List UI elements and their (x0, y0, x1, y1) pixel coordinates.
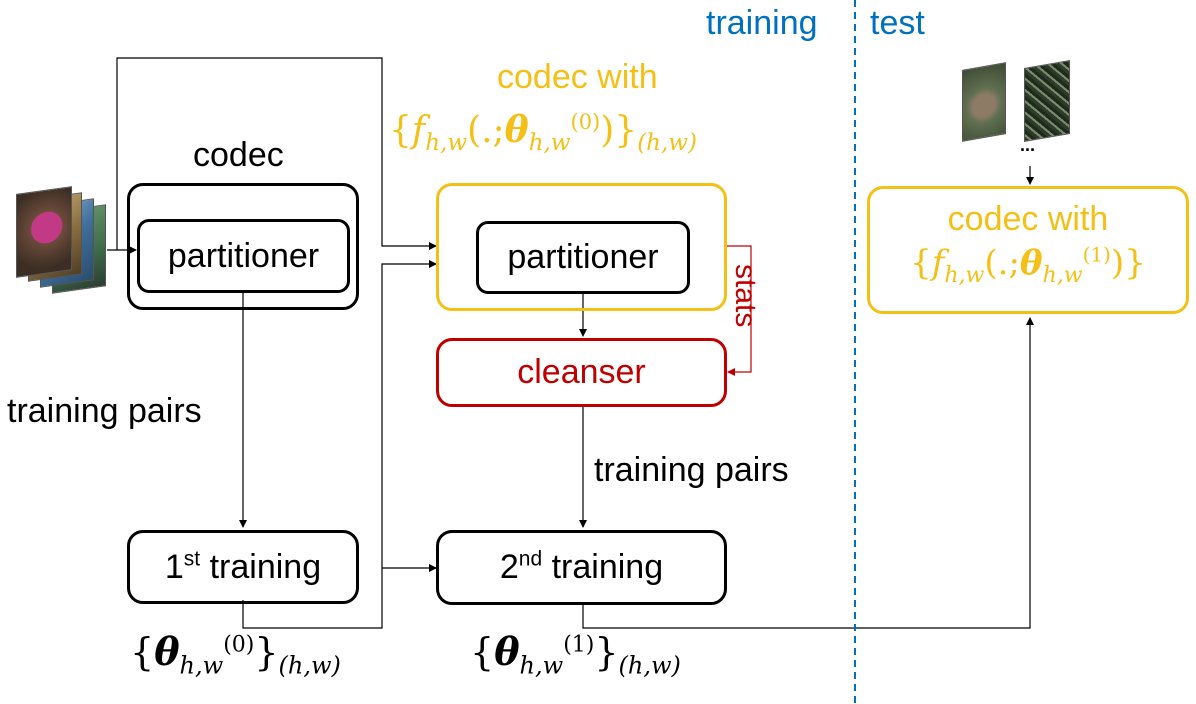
test-phase-label: test (870, 4, 925, 42)
codec-title: codec (193, 136, 284, 174)
training-pairs-label-left: training pairs (7, 392, 202, 430)
codec-box (127, 183, 359, 310)
input-image-1 (16, 186, 72, 278)
codec-with-theta1-box: codec with {fh,w(.;θh,w(1))} (867, 186, 1189, 314)
first-training-box: 1st training (127, 530, 359, 604)
input-image-stack (16, 186, 112, 300)
training-phase-label: training (706, 4, 818, 42)
stats-arrow (727, 245, 752, 376)
cleanser-label: cleanser (517, 353, 646, 391)
second-training-box: 2nd training (436, 530, 727, 605)
first-training-label: 1st training (164, 547, 322, 586)
codec-with-title-right: codec with (947, 200, 1109, 238)
cleanser-box: cleanser (436, 338, 727, 407)
partitioner-box-middle: partitioner (476, 221, 690, 294)
test-image-foliage (1024, 59, 1070, 143)
input-to-codec-with-arrow (116, 57, 437, 250)
f-theta0-set: {fh,w(.;θh,w(0))}(h,w) (389, 109, 697, 157)
stats-label: stats (729, 264, 762, 328)
codec-with-title-middle: codec with (497, 58, 658, 96)
codec-with-theta0-box (436, 183, 727, 311)
training-pairs-label-middle: training pairs (594, 451, 789, 489)
partitioner-box: partitioner (137, 219, 350, 293)
partitioner-label: partitioner (167, 236, 320, 275)
partitioner-label-middle: partitioner (507, 238, 659, 276)
test-image-squirrel (962, 62, 1006, 142)
theta0-set: {θh,w(0)}(h,w) (130, 629, 341, 680)
second-training-label: 2nd training (499, 547, 664, 586)
test-images-ellipsis: ... (1020, 135, 1036, 155)
theta1-to-test-codec-arrow (582, 317, 1034, 629)
f-theta1-set: {fh,w(.;θh,w(1))} (910, 242, 1146, 288)
theta1-set: {θh,w(1)}(h,w) (470, 629, 681, 680)
theta0-feedback-line (242, 260, 437, 629)
